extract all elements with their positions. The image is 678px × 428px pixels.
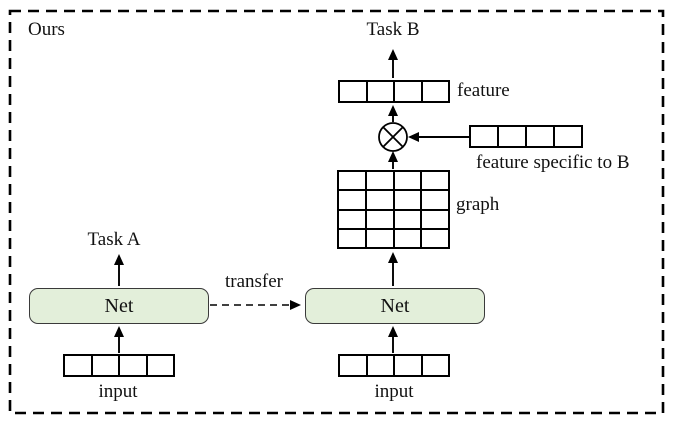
feature-cell	[395, 82, 421, 101]
graph-cell	[339, 210, 365, 228]
left-input-cell	[92, 356, 118, 375]
right-net-box: Net	[305, 288, 485, 324]
graph-cell	[366, 191, 393, 209]
left-input-cell	[120, 356, 146, 375]
graph-cell	[339, 229, 365, 247]
left-input-label: input	[98, 381, 138, 402]
feature-specific-cell	[555, 127, 581, 146]
right-input-cell	[367, 356, 393, 375]
graph-cell	[366, 172, 393, 190]
graph-cell	[422, 210, 448, 228]
left-net-box: Net	[29, 288, 209, 324]
feature-cell	[340, 82, 366, 101]
feature-specific-cell	[527, 127, 553, 146]
task-a-label: Task A	[87, 229, 141, 250]
left-net-label: Net	[104, 294, 134, 317]
task-b-label: Task B	[366, 19, 420, 40]
graph-cell	[394, 191, 421, 209]
circled-times-icon	[378, 122, 408, 152]
feature-specific-vector	[469, 125, 583, 148]
transfer-label: transfer	[224, 271, 284, 292]
right-input-vector	[338, 354, 450, 377]
left-input-cell	[147, 356, 173, 375]
graph-cell	[339, 172, 365, 190]
feature-specific-cell	[471, 127, 497, 146]
graph-cell	[422, 229, 448, 247]
feature-cell	[422, 82, 448, 101]
graph-cell	[394, 172, 421, 190]
graph-matrix	[337, 170, 450, 249]
feature-cell	[367, 82, 393, 101]
right-net-label: Net	[380, 294, 410, 317]
graph-cell	[366, 210, 393, 228]
feature-label: feature	[457, 80, 510, 101]
feature-vector	[338, 80, 450, 103]
right-input-cell	[395, 356, 421, 375]
right-input-cell	[422, 356, 448, 375]
left-input-cell	[65, 356, 91, 375]
feature-specific-label: feature specific to B	[476, 152, 630, 173]
ours-label: Ours	[28, 19, 65, 40]
graph-cell	[394, 229, 421, 247]
right-input-cell	[340, 356, 366, 375]
graph-cell	[339, 191, 365, 209]
graph-cell	[366, 229, 393, 247]
graph-cell	[394, 210, 421, 228]
right-input-label: input	[374, 381, 414, 402]
graph-cell	[422, 191, 448, 209]
graph-cell	[422, 172, 448, 190]
graph-label: graph	[456, 194, 500, 215]
left-input-vector	[63, 354, 175, 377]
feature-specific-cell	[499, 127, 525, 146]
